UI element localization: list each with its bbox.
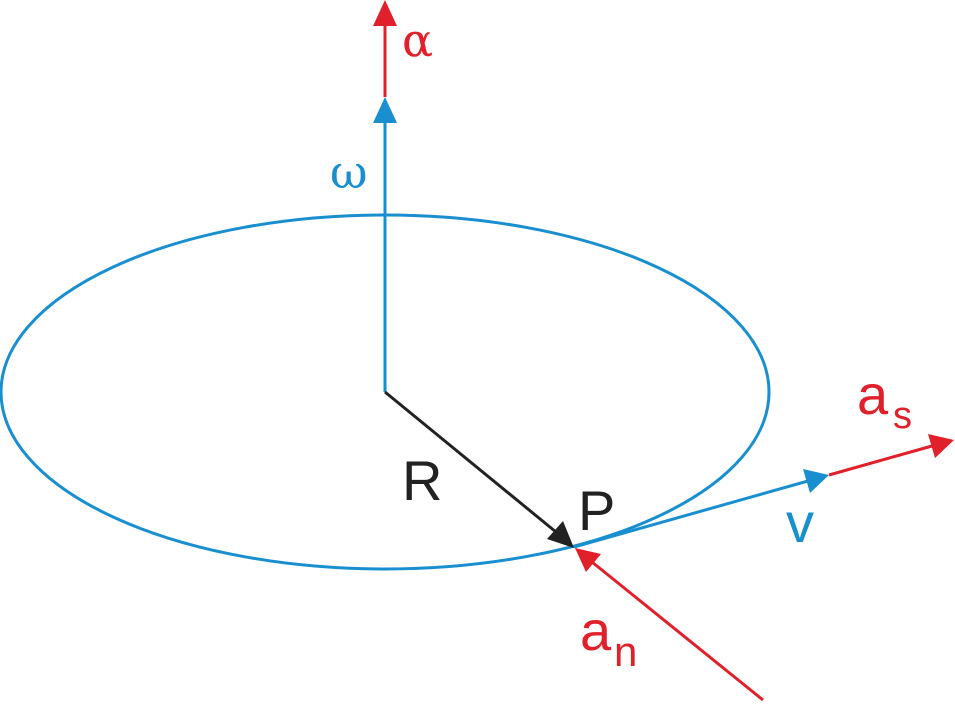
alpha-label: α xyxy=(402,13,433,67)
an-arrowhead xyxy=(575,548,601,572)
point-label: P xyxy=(578,479,615,542)
radius-arrowhead xyxy=(547,521,574,548)
velocity-vector-line xyxy=(573,479,809,549)
an-vector-line xyxy=(591,560,764,702)
an-label-base: a xyxy=(580,599,612,662)
as-label-subscript: s xyxy=(893,395,912,437)
as-vector-line xyxy=(828,444,933,477)
alpha-arrowhead xyxy=(373,0,397,26)
omega-label: ω xyxy=(330,145,368,199)
omega-arrowhead xyxy=(373,97,397,123)
an-label-subscript: n xyxy=(614,628,637,675)
as-label: a s xyxy=(857,363,912,437)
as-label-base: a xyxy=(857,363,889,426)
velocity-arrowhead xyxy=(803,469,829,493)
radius-label: R xyxy=(402,449,442,512)
an-label: a n xyxy=(580,599,637,675)
radius-vector-line xyxy=(384,390,557,534)
velocity-label: v xyxy=(786,491,814,554)
as-arrowhead xyxy=(928,434,954,458)
